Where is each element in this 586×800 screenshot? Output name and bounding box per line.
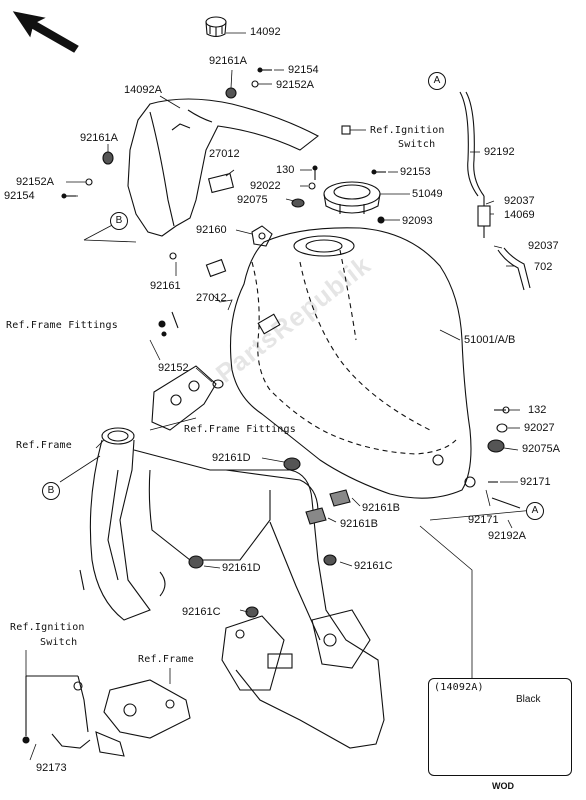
label-92161B-b: 92161B — [340, 518, 378, 530]
label-92027: 92027 — [524, 422, 555, 434]
pad-92161B-b — [305, 507, 327, 525]
bolt-132 — [494, 406, 510, 414]
grommet-92075 — [291, 198, 305, 208]
label-92161A-left: 92161A — [80, 132, 118, 144]
inset-title: (14092A) — [434, 682, 484, 693]
washer-92027 — [496, 423, 508, 433]
fuel-cap-part — [205, 16, 227, 38]
bolt-92154-top — [257, 67, 272, 73]
ref-frame-low: Ref.Frame — [138, 654, 194, 665]
fuel-hose-92192 — [459, 91, 485, 197]
ref-ignition-switch-top-line2: Switch — [398, 139, 436, 150]
label-51001: 51001/A/B — [464, 334, 516, 346]
label-92075: 92075 — [237, 194, 268, 206]
ref-frame-fittings-mid: Ref.Frame Fittings — [184, 424, 296, 435]
callout-b-left: B — [110, 212, 128, 230]
leader-lines — [25, 32, 535, 761]
washer-92152A-top — [251, 80, 259, 88]
label-92173: 92173 — [36, 762, 67, 774]
label-92192A: 92192A — [488, 530, 526, 542]
label-92161B-a: 92161B — [362, 502, 400, 514]
ref-ignition-switch-low-line2: Switch — [40, 637, 78, 648]
tank-bracket — [151, 365, 217, 431]
label-92161: 92161 — [150, 280, 181, 292]
label-92161D-mid: 92161D — [222, 562, 261, 574]
ignition-harness — [22, 675, 91, 749]
label-14092A: 14092A — [124, 84, 162, 96]
label-92171-right: 92171 — [520, 476, 551, 488]
bracket-ref-frame-low — [95, 679, 191, 757]
caution-label-27012 — [205, 258, 227, 278]
label-92171-left: 92171 — [468, 514, 499, 526]
ref-frame-fitting-bolt — [158, 311, 179, 337]
label-92022: 92022 — [250, 180, 281, 192]
bolt-92153 — [371, 169, 386, 175]
filter-14069 — [477, 196, 491, 238]
grommet-92161 — [169, 252, 177, 260]
fuel-cap-assembly-51049 — [323, 181, 381, 214]
bracket-92160 — [251, 225, 273, 247]
label-92152A-left: 92152A — [16, 176, 54, 188]
hose-702 — [497, 247, 531, 291]
grommet-92161A-top — [225, 87, 237, 99]
label-92161C-right: 92161C — [354, 560, 393, 572]
ref-frame-fittings-left: Ref.Frame Fittings — [6, 320, 118, 331]
callout-b-low: B — [42, 482, 60, 500]
label-92093: 92093 — [402, 215, 433, 227]
callout-a-top: A — [428, 72, 446, 90]
label-51049: 51049 — [412, 188, 443, 200]
label-92154-left: 92154 — [4, 190, 35, 202]
label-92161A-top: 92161A — [209, 55, 247, 67]
ref-ignition-switch-top: Ref.Ignition — [370, 125, 445, 136]
pin-92192A — [491, 497, 521, 509]
label-92075A: 92075A — [522, 443, 560, 455]
label-702: 702 — [534, 261, 553, 273]
grommet-92075A — [487, 439, 505, 453]
grommet-92161C-low — [245, 606, 259, 618]
inset-part-label: Black — [516, 694, 541, 705]
side-cover-part — [127, 98, 320, 237]
callout-a-right: A — [526, 502, 544, 520]
grommet-92161D-top — [283, 457, 301, 471]
grommet-92161D-mid — [188, 555, 204, 569]
label-92160: 92160 — [196, 224, 227, 236]
bolt-ref-ignition — [341, 125, 351, 135]
grommet-92161A-left — [102, 151, 114, 165]
label-92152A-top: 92152A — [276, 79, 314, 91]
label-92161C-low: 92161C — [182, 606, 221, 618]
label-92161D-top: 92161D — [212, 452, 251, 464]
pad-92161B-a — [329, 489, 351, 507]
label-92037-top: 92037 — [504, 195, 535, 207]
grommet-92161C-right — [323, 554, 337, 566]
washer-92022 — [308, 182, 316, 190]
clip-92093 — [377, 216, 385, 224]
ref-ignition-switch-low: Ref.Ignition — [10, 622, 85, 633]
label-92154-top: 92154 — [288, 64, 319, 76]
label-14069: 14069 — [504, 209, 535, 221]
label-132: 132 — [528, 404, 547, 416]
washer-92152 — [212, 379, 224, 389]
label-92037-mid: 92037 — [528, 240, 559, 252]
inset-footer: WOD — [492, 781, 514, 791]
label-92152: 92152 — [158, 362, 189, 374]
direction-arrow-icon — [12, 11, 79, 53]
label-27012-top: 27012 — [209, 148, 240, 160]
inset-box — [428, 678, 572, 776]
washer-92152A-left — [85, 178, 93, 186]
label-92153: 92153 — [400, 166, 431, 178]
frame-structure — [79, 427, 385, 749]
label-27012-mid: 27012 — [196, 292, 227, 304]
fuel-tank-51001 — [230, 227, 476, 499]
ref-frame-left: Ref.Frame — [16, 440, 72, 451]
label-130: 130 — [276, 164, 295, 176]
bolt-130 — [312, 165, 318, 180]
label-92192: 92192 — [484, 146, 515, 158]
label-14092: 14092 — [250, 26, 281, 38]
